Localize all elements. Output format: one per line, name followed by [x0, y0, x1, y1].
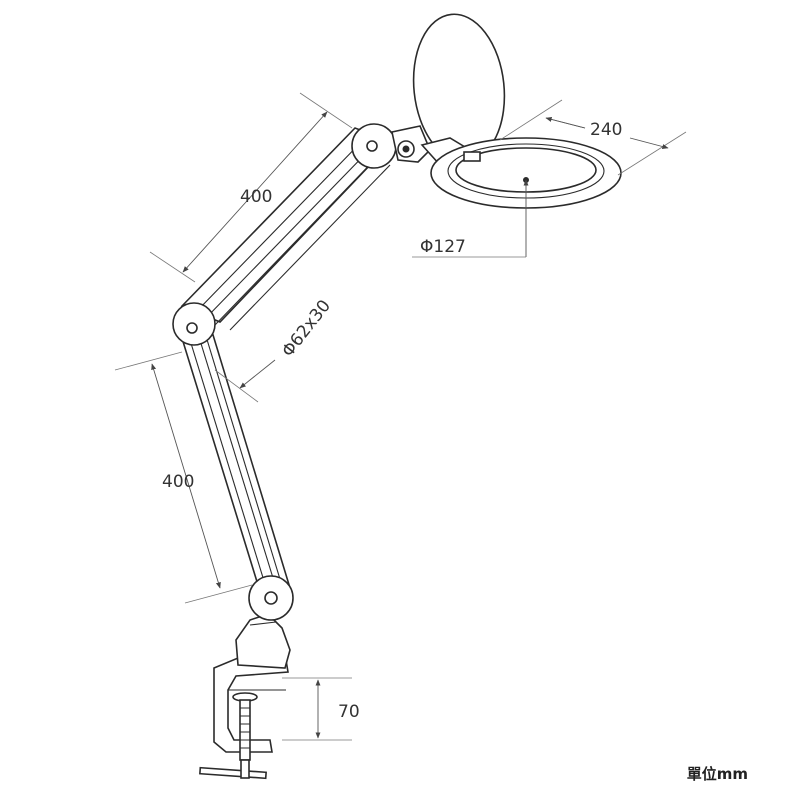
head-width-label: 240 [590, 120, 622, 140]
upper-joint [351, 123, 431, 169]
switch-icon [463, 151, 481, 162]
dimension-arm-section: Φ62x30 [214, 296, 335, 403]
lower-joint [248, 575, 294, 621]
dimension-head-width: 240 [499, 99, 687, 176]
lower-arm [180, 323, 291, 600]
table-clamp [199, 657, 289, 780]
dimension-clamp-height: 70 [282, 677, 360, 741]
clamp-height-label: 70 [338, 702, 360, 722]
upper-arm-length-label: 400 [240, 187, 272, 207]
lower-arm-length-label: 400 [162, 472, 194, 492]
magnifier-head [412, 13, 622, 209]
elbow-joint [172, 302, 216, 346]
unit-label: 單位mm [686, 765, 748, 783]
arm-section-label: Φ62x30 [278, 296, 335, 361]
dimension-upper-arm: 400 [149, 92, 353, 283]
lamp-body [172, 13, 622, 780]
lens-diameter-label: Φ127 [420, 237, 466, 257]
dimension-lens-diameter: Φ127 [412, 179, 529, 258]
dimension-lower-arm: 400 [114, 351, 253, 604]
base-housing [235, 613, 291, 669]
